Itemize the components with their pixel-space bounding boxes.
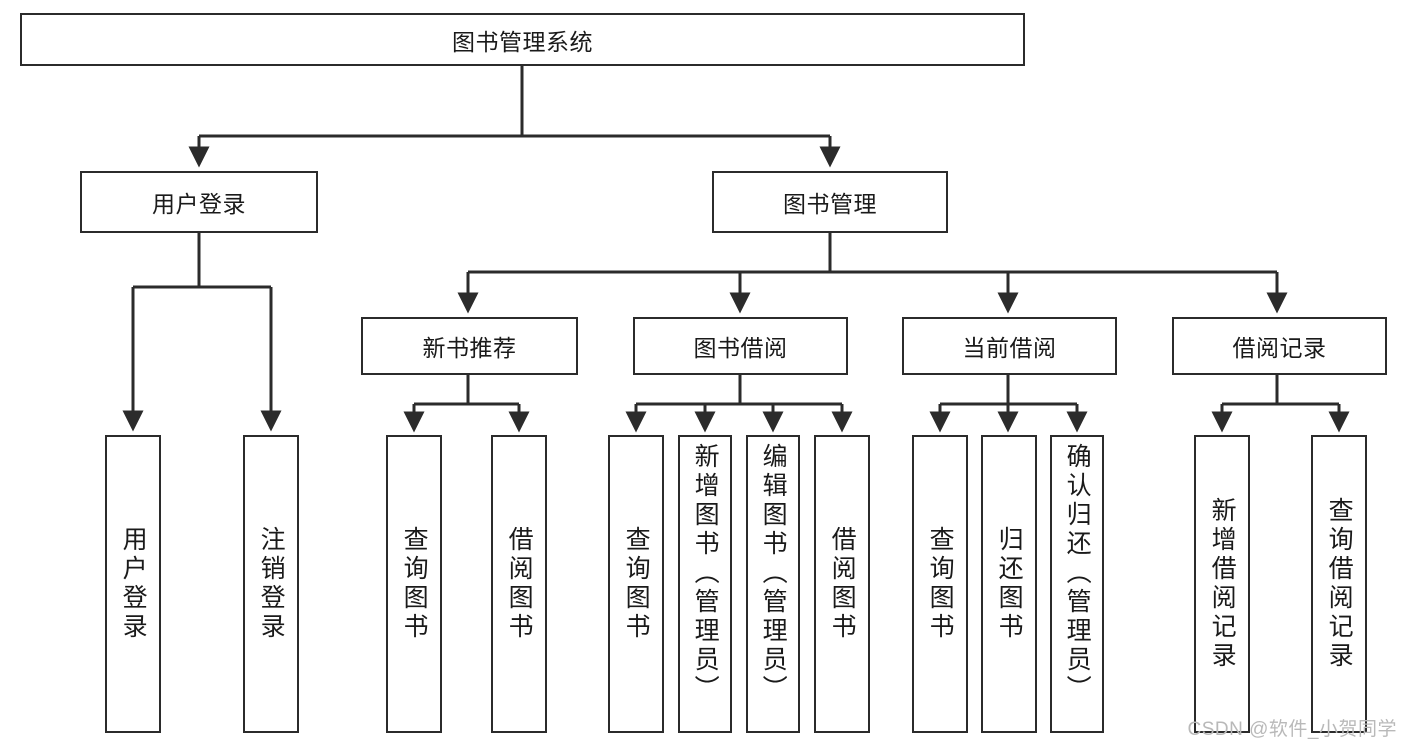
leaf-borrow-borrow-book[interactable]: 借阅图书 bbox=[814, 435, 870, 733]
leaf-user-login-login[interactable]: 用户登录 bbox=[105, 435, 161, 733]
node-root-system[interactable]: 图书管理系统 bbox=[20, 13, 1025, 66]
leaf-recommend-borrow-book[interactable]: 借阅图书 bbox=[491, 435, 547, 733]
leaf-records-add-record[interactable]: 新增借阅记录 bbox=[1194, 435, 1250, 733]
leaf-label: 查询图书 bbox=[400, 526, 429, 642]
leaf-label: 新增借阅记录 bbox=[1208, 497, 1237, 671]
node-borrow-records-label: 借阅记录 bbox=[1232, 335, 1327, 361]
node-root-system-label: 图书管理系统 bbox=[452, 28, 593, 55]
leaf-records-query-record[interactable]: 查询借阅记录 bbox=[1311, 435, 1367, 733]
node-book-borrow[interactable]: 图书借阅 bbox=[633, 317, 848, 375]
node-user-login[interactable]: 用户登录 bbox=[80, 171, 318, 233]
leaf-label: 查询图书 bbox=[926, 526, 955, 642]
leaf-current-return-book[interactable]: 归还图书 bbox=[981, 435, 1037, 733]
leaf-label: 查询借阅记录 bbox=[1325, 497, 1354, 671]
leaf-label: 确认归还（管理员） bbox=[1063, 443, 1092, 704]
node-new-book-recommend[interactable]: 新书推荐 bbox=[361, 317, 578, 375]
leaf-recommend-query-book[interactable]: 查询图书 bbox=[386, 435, 442, 733]
watermark-text: CSDN @软件_小贺同学 bbox=[1187, 719, 1397, 740]
leaf-label: 归还图书 bbox=[995, 526, 1024, 642]
leaf-label: 新增图书（管理员） bbox=[691, 443, 720, 704]
node-book-management[interactable]: 图书管理 bbox=[712, 171, 948, 233]
leaf-label: 编辑图书（管理员） bbox=[759, 443, 788, 704]
leaf-label: 注销登录 bbox=[257, 526, 286, 642]
node-book-management-label: 图书管理 bbox=[783, 191, 877, 217]
leaf-current-confirm-return[interactable]: 确认归还（管理员） bbox=[1050, 435, 1104, 733]
leaf-current-query-book[interactable]: 查询图书 bbox=[912, 435, 968, 733]
node-borrow-records[interactable]: 借阅记录 bbox=[1172, 317, 1387, 375]
node-current-borrow-label: 当前借阅 bbox=[962, 335, 1057, 361]
leaf-user-login-logout[interactable]: 注销登录 bbox=[243, 435, 299, 733]
leaf-label: 用户登录 bbox=[119, 526, 148, 642]
leaf-label: 借阅图书 bbox=[505, 526, 534, 642]
leaf-borrow-edit-book[interactable]: 编辑图书（管理员） bbox=[746, 435, 800, 733]
leaf-borrow-add-book[interactable]: 新增图书（管理员） bbox=[678, 435, 732, 733]
leaf-borrow-query-book[interactable]: 查询图书 bbox=[608, 435, 664, 733]
node-new-book-recommend-label: 新书推荐 bbox=[422, 335, 517, 361]
leaf-label: 借阅图书 bbox=[828, 526, 857, 642]
leaf-label: 查询图书 bbox=[622, 526, 651, 642]
node-current-borrow[interactable]: 当前借阅 bbox=[902, 317, 1117, 375]
node-user-login-label: 用户登录 bbox=[152, 191, 246, 217]
node-book-borrow-label: 图书借阅 bbox=[693, 335, 788, 361]
